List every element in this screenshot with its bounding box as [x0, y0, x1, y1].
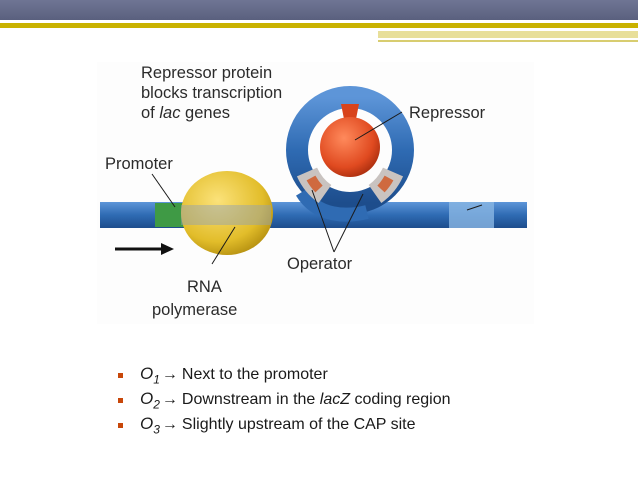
- header-accent: [378, 31, 638, 38]
- operator-symbol: O2: [140, 389, 160, 412]
- lac-operon-diagram: Repressor protein blocks transcription o…: [100, 64, 527, 319]
- bullet-marker: [118, 423, 123, 428]
- transcription-arrow-head: [161, 243, 174, 255]
- lac-operon-figure: Repressor protein blocks transcription o…: [97, 62, 534, 324]
- bullet-text: O1→Next to the promoter: [140, 364, 328, 387]
- caption-italic: lac: [159, 104, 181, 122]
- header-divider: [0, 23, 638, 28]
- operator-band-left-inner: [306, 175, 323, 193]
- dna-loop-tail: [296, 187, 369, 222]
- dna-tick: [466, 204, 483, 211]
- caption-line-3-start: of: [141, 104, 159, 122]
- repressor-label: Repressor: [409, 104, 486, 122]
- operator-leader-left: [311, 189, 335, 253]
- operator-leader-right: [333, 193, 364, 253]
- promoter-label: Promoter: [105, 155, 173, 173]
- caption-line-2: blocks transcription: [141, 84, 282, 102]
- bullet-text: O3→Slightly upstream of the CAP site: [140, 414, 416, 437]
- header-accent-thin: [378, 40, 638, 42]
- polymerase-leader: [211, 226, 236, 265]
- operator-symbol: O3: [140, 414, 160, 437]
- dna-light-segment: [449, 202, 494, 228]
- arrow-icon: →: [161, 416, 178, 433]
- bullet-marker: [118, 398, 123, 403]
- bullet-text: O2→Downstream in the lacZ coding region: [140, 389, 451, 412]
- operator-symbol: O1: [140, 364, 160, 387]
- header-bar: [0, 0, 638, 20]
- dna-through-polymerase: [181, 205, 271, 225]
- arrow-icon: →: [161, 366, 178, 383]
- rna-label: RNA: [187, 278, 222, 296]
- caption-line-1: Repressor protein: [141, 64, 272, 82]
- arrow-icon: →: [161, 391, 178, 408]
- rna-polymerase-shape: [181, 171, 273, 255]
- promoter-leader: [151, 173, 176, 208]
- bullet-marker: [118, 373, 123, 378]
- repressor-leader: [354, 111, 403, 141]
- dna-loop: [286, 86, 414, 214]
- polymerase-label: polymerase: [152, 301, 237, 319]
- operator-band-right-inner: [377, 175, 394, 193]
- repressor-shape: [320, 117, 380, 177]
- caption-line-3: of lac genes: [141, 104, 230, 122]
- caption-tail: genes: [180, 104, 230, 122]
- operator-label: Operator: [287, 255, 353, 273]
